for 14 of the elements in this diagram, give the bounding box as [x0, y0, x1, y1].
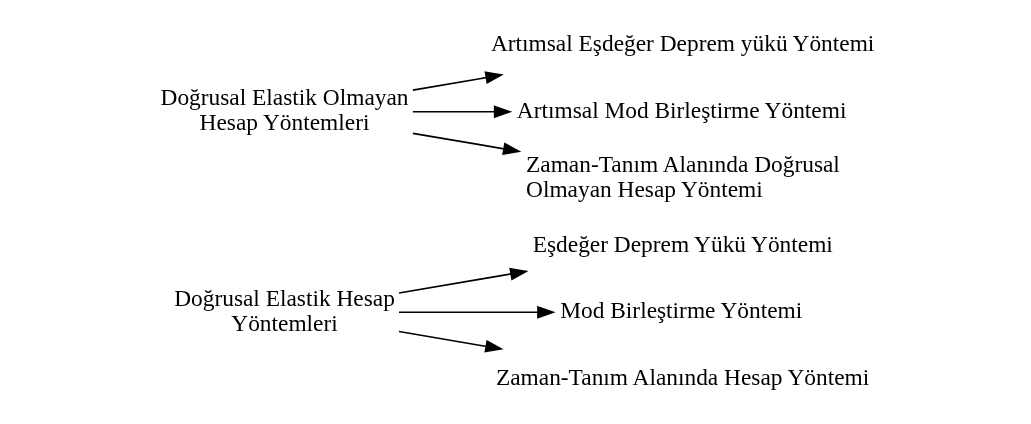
- arrow: [397, 305, 556, 319]
- node-text: Mod Birleştirme Yöntemi: [559, 297, 802, 324]
- arrow: [397, 267, 528, 294]
- node-text: Zaman-Tanım Alanında Hesap Yöntemi: [495, 364, 869, 391]
- node-text: Eşdeğer Deprem Yükü Yöntemi: [532, 230, 833, 257]
- node-text: Doğrusal Elastik Hesap Yöntemleri: [173, 284, 395, 336]
- arrow: [411, 132, 521, 156]
- node-text: Doğrusal Elastik Olmayan Hesap Yöntemleri: [160, 84, 409, 136]
- node-text: Zaman-Tanım Alanında Doğrusal Olmayan Hesap Yöntemi: [525, 151, 840, 203]
- arrow: [411, 105, 512, 119]
- node-text: Artımsal Eşdeğer Deprem yükü Yöntemi: [490, 30, 874, 57]
- node-text: Artımsal Mod Birleştirme Yöntemi: [516, 96, 846, 123]
- arrow: [411, 71, 504, 91]
- arrow: [397, 330, 504, 353]
